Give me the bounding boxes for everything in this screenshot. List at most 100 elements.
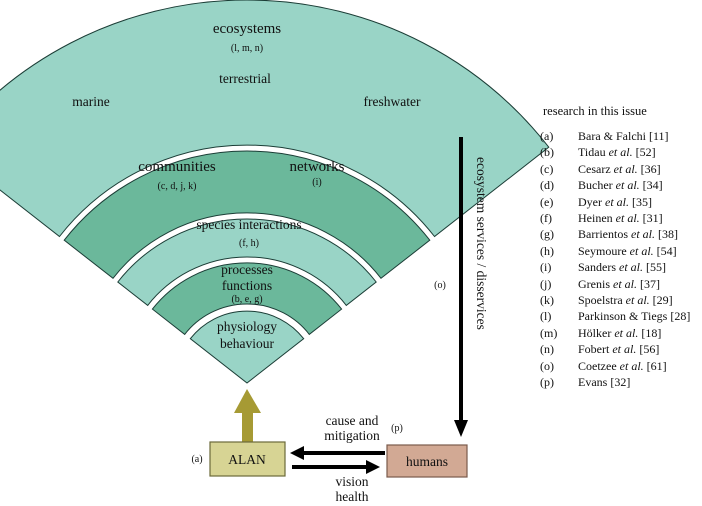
legend-reference: Spoelstra et al. [29] [578,292,673,308]
legend-cite: [54] [653,243,677,258]
legend-reference: Barrientos et al. [38] [578,226,678,242]
legend-cite: [52] [632,145,656,160]
legend-key: (h) [540,243,554,258]
legend-cite: [38] [655,227,678,242]
networks-refs: (i) [312,177,321,188]
legend-item: (p)Evans [32] [540,374,700,390]
communities-label: communities [138,159,216,175]
processes-label: processes [221,262,273,277]
legend-etal: et al. [613,276,637,291]
legend-author: Tidau [578,145,609,160]
legend-reference: Fobert et al. [56] [578,341,659,357]
legend-item: (c) Cesarz et al. [36] [540,161,700,177]
legend-key: (m) [540,325,558,340]
processes-refs: (b, e, g) [231,294,262,305]
legend-reference: Dyer et al. [35] [578,194,652,210]
legend-item: (o) Coetzee et al. [61] [540,358,700,374]
legend-cite: [55] [643,260,666,275]
legend-item: (k)Spoelstra et al. [29] [540,292,700,308]
legend-item: (h) Seymoure et al. [54] [540,243,700,259]
legend-key: (d) [540,178,554,193]
species-interactions-segment [117,218,377,307]
legend-author: Fobert [578,342,613,357]
legend-cite: [37] [637,276,660,291]
legend-key: (c) [540,161,554,176]
ecosystems-refs: (l, m, n) [231,43,263,54]
legend-author: Coetzee [578,358,620,373]
legend-reference: Cesarz et al. [36] [578,161,661,177]
humans-box [386,444,468,478]
legend-cite: [34] [639,178,663,193]
legend-item: (i)Sanders et al. [55] [540,259,700,275]
legend-reference: Sanders et al. [55] [578,259,666,275]
services-ref: (o) [434,280,446,291]
legend-etal: et al. [615,211,640,226]
legend-key: (n) [540,342,554,357]
legend-etal: et al. [629,243,654,258]
communities-refs: (c, d, j, k) [158,181,197,192]
alan-box [209,441,286,477]
ecosystems-segment [0,0,550,238]
legend-author: Cesarz [578,161,614,176]
legend-author: Hölker [578,325,615,340]
legend-item: (f)Heinen et al. [31] [540,210,700,226]
species-interactions-refs: (f, h) [239,238,259,249]
legend-author: Spoelstra [578,293,626,308]
legend-key: (f) [540,211,552,226]
legend-cite: [11] [645,129,669,143]
legend-author: Bucher [578,178,616,193]
legend-item: (j)Grenis et al. [37] [540,276,700,292]
legend-item: (d) Bucher et al. [34] [540,177,700,193]
legend-cite: [29] [649,293,673,308]
legend-etal: et al. [612,342,637,357]
legend-item: (n) Fobert et al. [56] [540,341,700,357]
services-arrow-head [454,420,468,437]
legend-etal: et al. [608,145,633,160]
physiology-behaviour-segment [189,310,305,384]
legend-key: (b) [540,145,554,160]
legend-etal: et al. [605,194,629,209]
legend-reference: Grenis et al. [37] [578,276,660,292]
legend-etal: et al. [619,358,644,373]
legend-reference: Hölker et al. [18] [578,325,661,341]
legend-cite: [31] [639,211,663,226]
legend-item: (e)Dyer et al. [35] [540,194,700,210]
legend-etal: et al. [613,161,638,176]
legend-reference: Bara & Falchi [11] [578,128,669,144]
processes-functions-segment [151,262,343,336]
alan-up-arrow-shaft [242,409,253,443]
legend-etal: et al. [625,293,650,308]
legend-key: (l) [540,309,552,324]
cause-ref: (p) [391,423,403,434]
alan-ref: (a) [191,454,202,465]
legend-author: Seymoure [578,243,630,258]
ecosystems-title: ecosystems [213,21,281,37]
legend-reference: Tidau et al. [52] [578,144,656,160]
legend-etal: et al. [619,260,643,275]
legend-key: (g) [540,227,554,242]
legend-author: Grenis [578,276,613,291]
legend-reference: Coetzee et al. [61] [578,358,667,374]
freshwater-label: freshwater [364,94,421,109]
marine-label: marine [72,94,109,109]
legend-author: Dyer [578,194,605,209]
vision-label-line1: vision [335,474,368,489]
legend-key: (o) [540,358,554,373]
legend-reference: Seymoure et al. [54] [578,243,677,259]
legend-item: (a)Bara & Falchi [11] [540,128,700,144]
legend-etal: et al. [615,178,640,193]
legend-item: (b) Tidau et al. [52] [540,144,700,160]
alan-label: ALAN [228,452,266,467]
services-label: ecosystem services / disservices [474,157,489,330]
legend-author: Bara & Falchi [578,129,646,143]
legend-cite: [28] [667,309,691,324]
functions-label: functions [222,278,272,293]
legend-reference: Parkinson & Tiegs [28] [578,308,690,324]
legend-list: (a)Bara & Falchi [11](b) Tidau et al. [52… [540,128,700,391]
legend-reference: Bucher et al. [34] [578,177,663,193]
legend-reference: Evans [32] [578,374,630,390]
legend-cite: [32] [607,375,631,390]
legend-etal: et al. [614,325,639,340]
legend-item: (l) Parkinson & Tiegs [28] [540,308,700,324]
physiology-label: physiology [217,319,277,334]
